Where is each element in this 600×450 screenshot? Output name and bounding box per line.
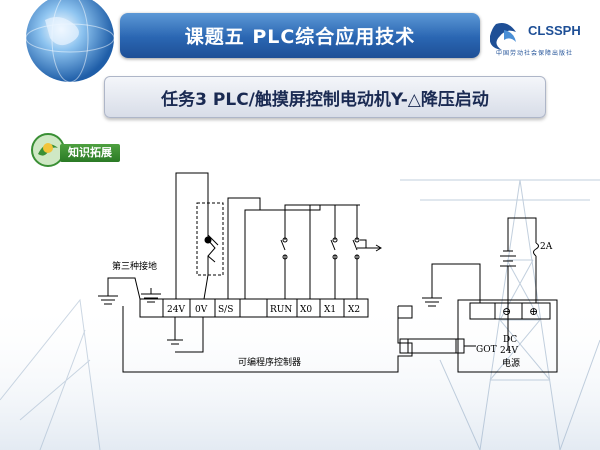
- terminal-ss: S/S: [218, 305, 233, 315]
- subtitle-bar: 任务3 PLC/触摸屏控制电动机Y-△降压启动: [104, 76, 546, 118]
- dc-label: DC: [503, 335, 517, 345]
- terminal-run: RUN: [270, 305, 292, 315]
- page-title: 课题五 PLC综合应用技术: [184, 26, 416, 48]
- logo-icon: [490, 23, 516, 50]
- plus-terminal: ⊕: [529, 305, 538, 318]
- terminal-24v: 24V: [167, 305, 185, 315]
- controller-label: 可编程序控制器: [238, 356, 301, 368]
- fuse-label: 2A: [540, 242, 553, 252]
- globe-icon: [25, 0, 115, 83]
- tower-decoration: [400, 179, 600, 450]
- got-label: GOT: [476, 345, 497, 355]
- subtitle-text: 任务3 PLC/触摸屏控制电动机Y-△降压启动: [161, 89, 489, 110]
- logo-subtext: 中国劳动社会保障出版社: [496, 50, 574, 57]
- dc-voltage: 24V: [500, 346, 518, 356]
- terminal-x2: X2: [348, 305, 360, 315]
- section-badge: 知识拓展: [60, 144, 120, 162]
- terminal-x1: X1: [324, 305, 336, 315]
- power-label: 电源: [502, 357, 520, 369]
- terminal-x0: X0: [300, 305, 312, 315]
- ground-label: 第三种接地: [112, 260, 157, 272]
- terminal-0v: 0V: [195, 305, 208, 315]
- title-bar: 课题五 PLC综合应用技术: [120, 13, 480, 58]
- minus-terminal: ⊖: [502, 305, 511, 318]
- logo-text: CLSSPH: [528, 23, 581, 38]
